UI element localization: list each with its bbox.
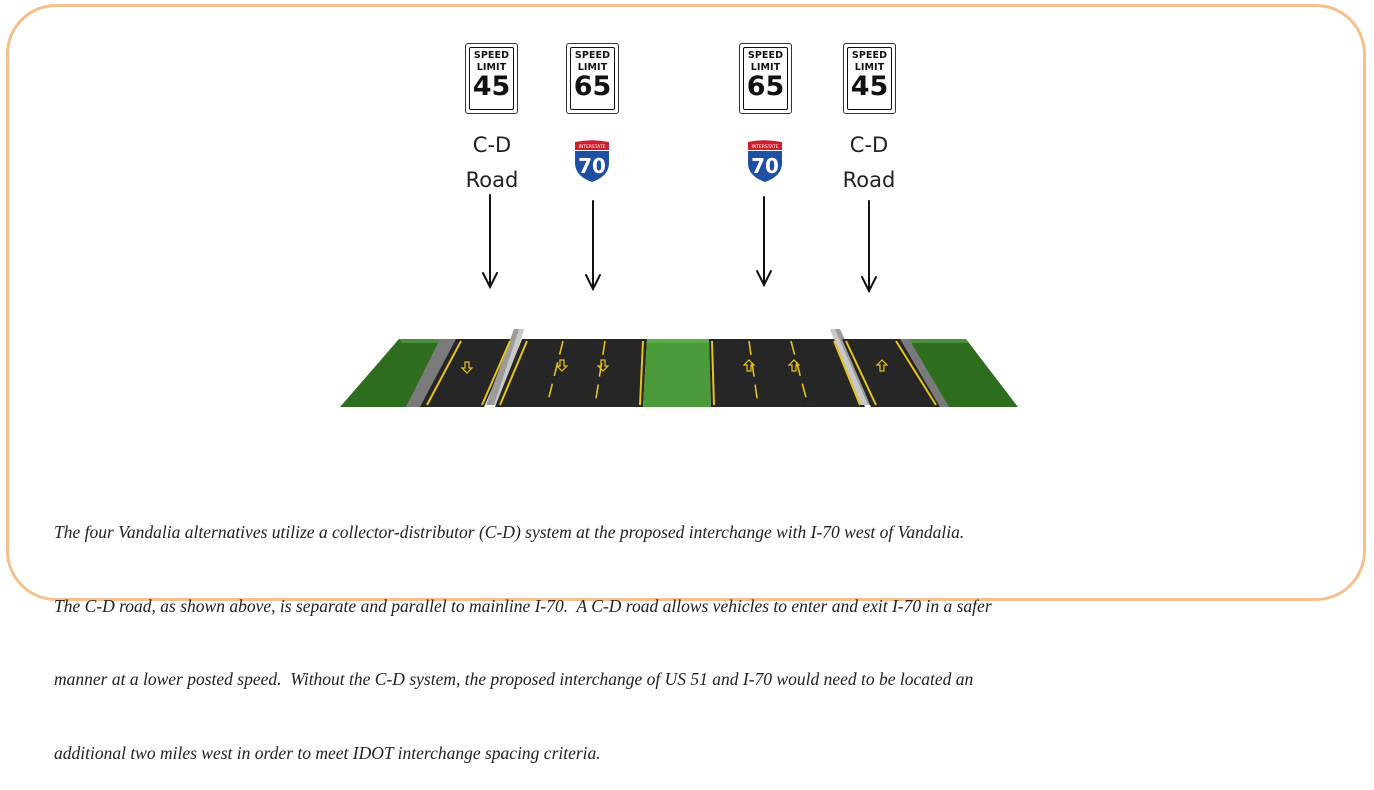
sign-speed-value: 65 — [746, 71, 785, 102]
sign-limit-text: LIMIT — [476, 62, 507, 73]
down-arrow-icon — [861, 200, 877, 294]
median — [643, 339, 711, 407]
caption-line: The C-D road, as shown above, is separat… — [54, 595, 992, 616]
sign-limit-text: LIMIT — [577, 62, 608, 73]
cd-road-label-right: C-D Road — [829, 128, 909, 198]
up-arrow-icon — [875, 359, 889, 372]
down-arrow-icon — [482, 194, 498, 290]
interstate-70-shield-icon-right: INTERSTATE 70 — [745, 138, 785, 185]
sign-limit-text: LIMIT — [750, 62, 781, 73]
diagram-caption: The four Vandalia alternatives utilize a… — [54, 471, 1344, 790]
roadway-cross-section — [340, 329, 1018, 407]
down-arrow-icon — [585, 200, 601, 292]
cd-label-line2: Road — [842, 168, 896, 192]
interstate-70-shield-icon-left: INTERSTATE 70 — [572, 138, 612, 185]
speed-limit-sign-cd-left: SPEED LIMIT 45 — [465, 43, 518, 114]
sign-speed-text: SPEED — [851, 50, 888, 61]
shield-number: 70 — [578, 154, 606, 178]
sign-speed-text: SPEED — [574, 50, 611, 61]
down-arrow-icon — [460, 361, 474, 374]
mainline-right-pavement — [709, 339, 865, 407]
speed-limit-sign-mainline-left: SPEED LIMIT 65 — [566, 43, 619, 114]
cd-label-line2: Road — [465, 168, 519, 192]
cd-label-line1: C-D — [472, 133, 512, 157]
cd-label-line1: C-D — [849, 133, 889, 157]
right-embankment — [905, 339, 1018, 407]
sign-speed-text: SPEED — [473, 50, 510, 61]
down-arrow-icon — [756, 196, 772, 288]
caption-line: manner at a lower posted speed. Without … — [54, 669, 974, 689]
cd-road-label-left: C-D Road — [452, 128, 532, 198]
shield-banner: INTERSTATE — [579, 144, 606, 150]
up-arrow-icon — [787, 359, 801, 372]
speed-limit-sign-mainline-right: SPEED LIMIT 65 — [739, 43, 792, 114]
cd-road-right-pavement — [842, 339, 940, 407]
sign-speed-value: 45 — [472, 71, 511, 102]
pavement-arrows — [460, 359, 889, 374]
sign-speed-value: 45 — [850, 71, 889, 102]
up-arrow-icon — [742, 359, 756, 372]
caption-line: The four Vandalia alternatives utilize a… — [54, 522, 965, 542]
caption-line: additional two miles west in order to me… — [54, 742, 601, 763]
mainline-left-pavement — [495, 339, 647, 407]
shield-banner: INTERSTATE — [752, 144, 779, 150]
lane-lines — [426, 340, 937, 406]
diagram-frame — [6, 4, 1366, 601]
speed-limit-sign-cd-right: SPEED LIMIT 45 — [843, 43, 896, 114]
sign-limit-text: LIMIT — [854, 62, 885, 73]
down-arrow-icon — [555, 359, 569, 372]
sign-speed-value: 65 — [573, 71, 612, 102]
shield-number: 70 — [751, 154, 779, 178]
pointer-arrows — [482, 194, 877, 294]
sign-speed-text: SPEED — [747, 50, 784, 61]
down-arrow-icon — [596, 359, 610, 372]
